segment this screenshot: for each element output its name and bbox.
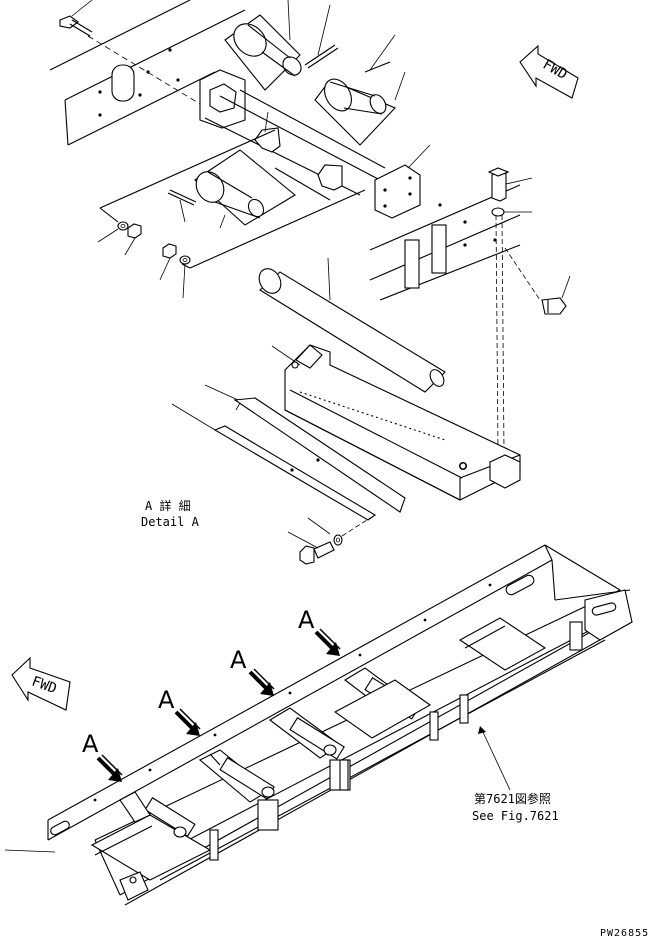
arrow-label-a-4: A xyxy=(298,606,315,634)
clips xyxy=(254,111,343,191)
frame-assembly xyxy=(4,544,633,906)
bolt-top-left xyxy=(59,0,211,111)
drawing-code: PW26855 xyxy=(600,928,649,939)
fwd-arrow-icon-bottom: FWD xyxy=(11,656,71,711)
long-roller xyxy=(258,257,446,393)
detail-arrow-icon xyxy=(96,754,123,782)
detail-arrow-1: A xyxy=(82,730,123,782)
bracket-right xyxy=(374,144,431,219)
detail-arrow-icon xyxy=(314,628,341,656)
bracket-left xyxy=(199,69,386,196)
detail-arrow-2: A xyxy=(158,686,201,736)
detail-label-jp: A 詳 細 xyxy=(145,498,191,513)
fwd-arrow-icon-top: FWD xyxy=(519,44,579,99)
bolt-bottom xyxy=(287,517,371,565)
shims xyxy=(171,384,406,521)
detail-a-exploded-view: A 詳 細 Detail A xyxy=(49,0,571,565)
upper-frame-plate xyxy=(49,0,246,146)
detail-arrow-icon xyxy=(248,668,275,696)
roller-lower-left xyxy=(99,129,366,269)
detail-label-en: Detail A xyxy=(141,515,200,529)
top-roller-right xyxy=(314,34,406,146)
washers-nuts xyxy=(97,221,191,299)
roller-carriage xyxy=(271,344,521,501)
cross-member-1 xyxy=(90,791,212,881)
detail-arrow-3: A xyxy=(230,646,275,696)
arrow-label-a-1: A xyxy=(82,730,99,758)
cross-member-3 xyxy=(269,707,351,791)
arrow-label-a-3: A xyxy=(230,646,247,674)
reference-label-jp: 第7621図参照 xyxy=(474,791,551,806)
detail-arrow-4: A xyxy=(298,606,341,656)
top-roller-upper xyxy=(224,0,339,91)
cross-member-4 xyxy=(333,667,432,739)
reference-label-en: See Fig.7621 xyxy=(472,809,559,823)
right-frame-section xyxy=(369,167,571,453)
arrow-label-a-2: A xyxy=(158,686,175,714)
cross-member-2 xyxy=(199,749,279,831)
detail-arrow-icon xyxy=(174,708,201,736)
cross-member-5 xyxy=(458,617,583,671)
